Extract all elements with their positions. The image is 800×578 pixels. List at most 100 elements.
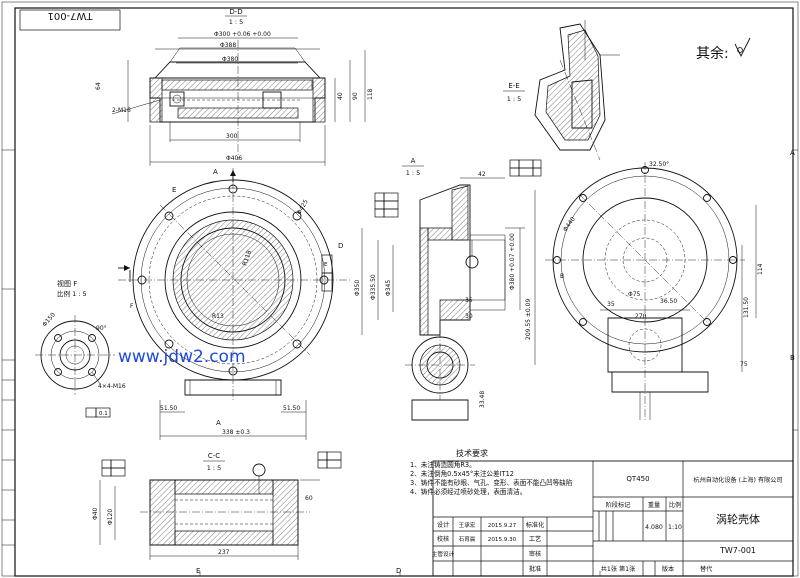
sig-item: 批准 [529,565,541,573]
label-a-top: A [213,168,218,176]
dim-m16: 2-M16 [112,107,131,114]
sig-role: 校核 [437,535,449,543]
dim-r13: R13 [212,313,224,320]
view-f-title: 视图 F [57,279,77,288]
dim-h114: 114 [757,263,764,275]
dim-338: 338 ±0.3 [222,429,250,436]
dim-5150-left: 51.50 [160,405,177,412]
dd-scale: 1 : 5 [229,18,244,26]
cc-scale: 1 : 5 [207,464,222,472]
sig-role: 主管设计 [432,550,455,558]
version-label: 版本 [662,565,674,573]
dim-h90: 90 [352,92,359,100]
sheet-count: 共1张 第1张 [601,565,636,573]
dim-d440: Φ440 [562,216,577,233]
dim-w237: 237 [218,549,230,556]
sig-date: 2015.9.27 [488,523,517,529]
dim-h3348: 33.48 [479,391,486,408]
weight-value: 4.080 [645,524,663,531]
part-name: 涡轮壳体 [716,512,760,526]
sig-date: 2015.9.30 [488,537,517,543]
tech-note-1: 1、未注铸造圆角R3。 [410,460,476,469]
dim-h42: 42 [478,171,486,178]
tech-note-4: 4、铸件必须经过喷砂处理，表面清洁。 [410,487,526,496]
border-letter-d: D [396,567,401,575]
material: QT450 [626,475,649,483]
dim-h35: 35 [465,297,473,304]
roughness-symbol-icon [734,37,751,58]
label-a-bottom: A [216,419,221,427]
section-view-dd: D-D 1 : 5 Φ300 +0.06 +0.00 Φ388 Φ380 300… [95,8,374,166]
drawing-number: TW7-001 [719,546,756,555]
cc-title: C-C [208,452,220,460]
dim-h13150: 131.50 [743,297,750,318]
dim-m4: 4×4-M16 [98,383,126,390]
aa-scale: 1 : 5 [406,169,421,177]
dim-d3355: Φ335.50 [370,274,377,300]
dim-d380b: Φ380 +0.07 +0.00 [509,233,516,290]
sig-name: 王承宏 [459,521,476,529]
dim-h60: 60 [305,495,313,502]
aa-title: A [411,157,416,165]
dim-ang90: 90° [96,325,107,332]
dim-w300: 300 [226,133,238,140]
surface-finish-note: 其余: [696,37,751,62]
dim-d150: Φ150 [41,311,57,328]
dim-d350: Φ350 [354,280,361,296]
title-block: QT450 杭州自动化设备 (上海) 有限公司 阶段标记 重量 比例 4.080… [432,460,794,577]
gdt-f-value: 0.1 [99,411,108,417]
side-view-right: 32.50° Φ440 Φ75 270 36.50 35 114 131.50 … [545,161,764,420]
scale-label: 比例 [669,501,681,509]
signature-row-0: 设计 王承宏 2015.9.27 标准化 [437,521,544,529]
view-f-scale: 比例 1 : 5 [57,289,87,298]
rotated-drawing-no: TW7-001 [47,10,93,21]
rotated-drawing-no-box: TW7-001 [19,9,121,31]
datum-e: E [324,262,328,268]
dim-w35: 35 [607,301,615,308]
surface-note-text: 其余: [696,45,729,62]
section-view-aa: A 1 : 5 Φ350 Φ335.50 Φ345 Φ380 +0.07 +0.… [354,157,542,421]
watermark-text: www.jdw2.com [118,347,246,367]
ee-scale: 1 : 5 [507,95,522,103]
dim-w3650: 36.50 [660,298,677,305]
label-e-top: E [172,186,176,194]
dim-d406: Φ406 [226,155,242,162]
stage-label: 阶段标记 [606,501,631,509]
technical-requirements: 技术要求 1、未注铸造圆角R3。 2、未注倒角0.5x45°未注公差IT12 3… [410,448,572,496]
label-f: F [130,303,134,310]
sig-name: 石育晨 [459,535,476,543]
signature-row-3: 批准 [529,565,541,573]
revision-label: 替代 [700,565,713,573]
dim-r209: 209.55 ±0.09 [525,299,532,340]
border-letter-b: B [790,354,795,362]
border-letter-e: E [196,567,200,575]
tech-note-3: 3、铸件不能有砂眼、气孔、变形、表面不能凸凹等缺陷 [410,478,572,487]
dim-h40: 40 [337,92,344,100]
dim-d300: Φ300 +0.06 +0.00 [214,31,271,38]
dim-h30: 30 [465,313,473,320]
detail-view-f: 视图 F 比例 1 : 5 Φ150 90° 4×4-M16 0.1 F [35,270,134,418]
dim-d380: Φ380 [222,56,238,63]
dim-h118: 118 [367,88,374,100]
dim-d40: Φ40 [92,507,99,520]
signature-row-1: 校核 石育晨 2015.9.30 工艺 [437,535,541,543]
scale-value: 1:10 [668,524,682,531]
dim-a3250: 32.50° [649,161,669,168]
label-b: B [560,273,564,280]
dim-d388: Φ388 [220,42,236,49]
sig-item: 标准化 [526,521,545,529]
tech-notes-title: 技术要求 [456,448,488,458]
weight-label: 重量 [648,501,660,509]
sig-item: 工艺 [529,535,541,543]
dim-d120: Φ120 [107,509,114,525]
dd-title: D-D [229,8,242,16]
label-d-right: D [338,242,343,250]
section-view-ee: E-E 1 : 5 [503,20,620,161]
section-view-cc: C-C 1 : 5 237 Φ40 Φ120 60 [92,451,342,560]
tech-note-2: 2、未注倒角0.5x45°未注公差IT12 [410,469,514,478]
front-view-main: A E D A Φ425 R118 R13 [118,168,350,440]
left-strip [2,359,15,546]
dim-5150-right: 51.50 [283,405,300,412]
